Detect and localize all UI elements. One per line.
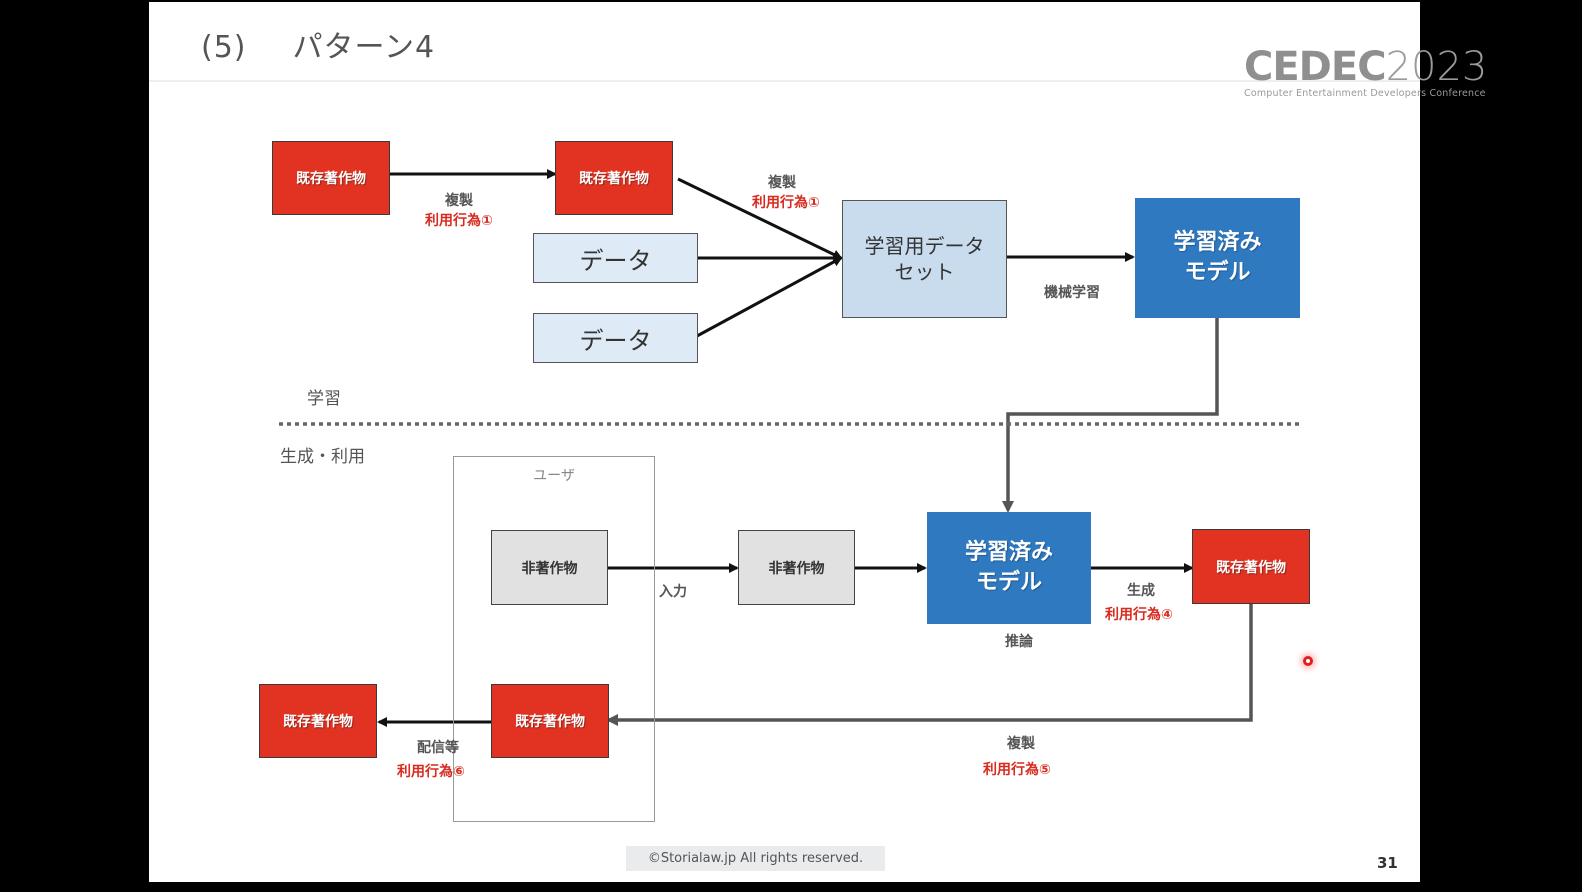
arrow-model-to-inference xyxy=(1002,318,1219,513)
edge-distribute-label: 配信等 xyxy=(417,740,459,756)
edge-copy-5-act: 利用行為⑤ xyxy=(983,762,1051,778)
slide: (5) パターン4 CEDEC2023 Computer Entertainmen… xyxy=(149,2,1487,882)
data-box-1: データ xyxy=(533,233,698,283)
trained-model-inference: 学習済みモデル xyxy=(927,512,1091,624)
inference-caption: 推論 xyxy=(1005,634,1033,650)
cedec-logo: CEDEC2023 Computer Entertainment Develop… xyxy=(1244,44,1544,104)
trained-model-learning: 学習済みモデル xyxy=(1135,198,1300,318)
slide-title: (5) パターン4 xyxy=(201,22,435,66)
arrow-copy-5 xyxy=(606,604,1253,726)
user-non-work: 非著作物 xyxy=(491,530,608,605)
edge-copy-1-act: 利用行為① xyxy=(425,213,493,229)
edge-generate-act: 利用行為④ xyxy=(1105,607,1173,623)
user-frame: ユーザ xyxy=(453,456,655,822)
logo-year: 2023 xyxy=(1385,44,1488,90)
edge-copy-2-label: 複製 xyxy=(768,175,796,191)
source-existing-work: 既存著作物 xyxy=(272,141,390,215)
edge-input-label: 入力 xyxy=(659,584,687,600)
page-number: 31 xyxy=(1377,854,1398,872)
connector-layer xyxy=(279,169,1299,727)
generated-existing-work: 既存著作物 xyxy=(1192,529,1310,604)
user-label: ユーザ xyxy=(533,468,575,484)
edge-copy-5-label: 複製 xyxy=(1007,736,1035,752)
arrow-work-to-dataset xyxy=(677,177,843,260)
distributed-existing-work: 既存著作物 xyxy=(259,684,377,758)
user-copied-existing-work: 既存著作物 xyxy=(491,684,609,758)
copied-existing-work: 既存著作物 xyxy=(555,141,673,215)
copyright-footer: ©Storialaw.jp All rights reserved. xyxy=(626,846,885,871)
logo-mark: CEDEC xyxy=(1244,44,1387,90)
section-label-learning: 学習 xyxy=(307,389,341,409)
title-text: パターン4 xyxy=(292,30,436,65)
edge-copy-2-act: 利用行為① xyxy=(752,195,820,211)
edge-distribute-act: 利用行為⑥ xyxy=(397,764,465,780)
title-divider xyxy=(149,80,1420,82)
logo-subtitle: Computer Entertainment Developers Confer… xyxy=(1244,88,1486,99)
input-non-work: 非著作物 xyxy=(738,530,855,605)
edge-generate-label: 生成 xyxy=(1127,583,1155,599)
edge-copy-1-label: 複製 xyxy=(445,193,473,209)
section-number: (5) xyxy=(201,30,247,65)
edge-training-label: 機械学習 xyxy=(1044,285,1100,301)
section-label-generation: 生成・利用 xyxy=(280,447,365,467)
data-box-2: データ xyxy=(533,313,698,363)
training-dataset: 学習用データセット xyxy=(842,200,1007,318)
laser-pointer-dot xyxy=(1303,656,1313,666)
arrow-data2-to-dataset xyxy=(696,256,843,338)
